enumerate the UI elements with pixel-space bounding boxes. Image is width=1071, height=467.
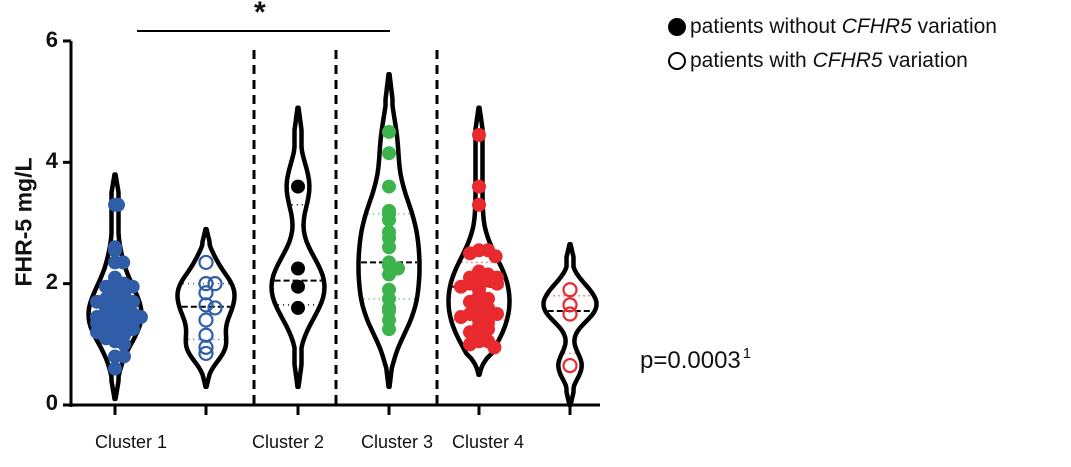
data-point — [198, 345, 214, 362]
legend-label-suffix: variation — [882, 49, 968, 72]
y-tick-4: 4 — [45, 148, 58, 173]
data-point — [108, 243, 122, 258]
legend-label-prefix: patients with — [690, 49, 813, 72]
data-point — [490, 306, 504, 321]
p-value-footnote: 1 — [742, 345, 752, 362]
legend-item-without-variation: patients without CFHR5 variation — [668, 10, 997, 44]
data-point — [382, 179, 396, 194]
violin-outline — [269, 105, 327, 390]
y-tick-6: 6 — [45, 27, 58, 52]
open-circle-icon — [668, 52, 686, 70]
data-point — [291, 300, 305, 315]
data-point — [198, 254, 214, 271]
data-point — [472, 197, 486, 212]
data-point — [487, 340, 502, 355]
legend-gene-name: CFHR5 — [841, 15, 912, 38]
data-point — [382, 124, 396, 139]
data-point — [207, 276, 223, 292]
data-point — [291, 179, 305, 194]
p-value-text: p=0.0003 — [640, 347, 741, 374]
data-point — [454, 279, 468, 294]
x-label-cluster-3: Cluster 3 — [361, 432, 434, 452]
data-point — [198, 297, 214, 313]
data-point — [291, 261, 305, 276]
data-point — [111, 197, 125, 212]
data-point — [562, 297, 578, 313]
data-point — [198, 276, 214, 292]
data-point — [490, 276, 504, 291]
data-point — [198, 312, 214, 328]
data-point — [562, 282, 578, 298]
data-point — [382, 267, 396, 282]
data-point — [562, 306, 578, 322]
legend: patients without CFHR5 variation patient… — [668, 10, 997, 78]
x-label-cluster-4: Cluster 4 — [452, 432, 525, 452]
data-point — [488, 249, 503, 264]
data-point — [291, 279, 305, 294]
legend-gene-name: CFHR5 — [812, 49, 883, 72]
legend-label-prefix: patients without — [690, 15, 842, 38]
data-point — [198, 339, 214, 355]
y-tick-0: 0 — [45, 390, 58, 415]
legend-label-suffix: variation — [911, 15, 997, 38]
x-label-cluster-2: Cluster 2 — [252, 432, 325, 452]
y-tick-2: 2 — [45, 269, 58, 294]
data-point — [382, 240, 396, 255]
data-point — [562, 357, 578, 374]
x-label-cluster-1: Cluster 1 — [95, 432, 168, 452]
legend-item-with-variation: patients with CFHR5 variation — [668, 44, 997, 78]
significance-asterisk: * — [254, 0, 266, 29]
data-point — [481, 322, 495, 337]
data-point — [382, 212, 396, 227]
y-axis-label: FHR-5 mg/L — [10, 157, 37, 287]
data-point — [382, 322, 396, 337]
data-point — [117, 349, 131, 364]
data-point — [463, 337, 477, 352]
data-point — [463, 246, 477, 261]
data-point — [454, 310, 468, 325]
violin-outline — [175, 226, 237, 390]
data-point — [108, 361, 122, 376]
data-point — [207, 300, 223, 316]
data-point — [117, 337, 131, 352]
filled-circle-icon — [668, 18, 686, 36]
data-point — [472, 128, 486, 143]
violin-outline — [541, 241, 599, 408]
data-point — [472, 179, 486, 194]
data-point — [382, 146, 396, 161]
data-point — [116, 255, 131, 270]
